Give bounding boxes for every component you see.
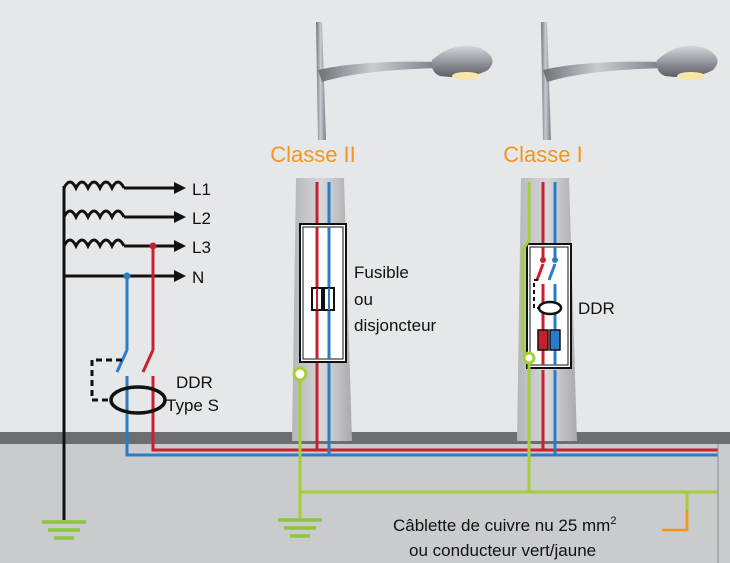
transformer-windings <box>62 180 176 520</box>
label-fuse-line1: Fusible <box>354 263 409 282</box>
cable-callout <box>662 510 689 532</box>
class1-earth-wiring <box>521 182 531 492</box>
label-l1: L1 <box>192 180 211 199</box>
label-fuse-line3: disjoncteur <box>354 316 437 335</box>
lamp-post-head-class2 <box>316 22 493 140</box>
class2-earth-terminal <box>292 366 308 382</box>
ddr-type-s-device <box>90 358 167 415</box>
label-cable-line1: Câblette de cuivre nu 25 mm2 <box>393 515 616 535</box>
title-classe-ii: Classe II <box>270 142 356 167</box>
earth-symbol-supply <box>42 520 86 540</box>
label-l2: L2 <box>192 209 211 228</box>
label-l3: L3 <box>192 238 211 257</box>
label-cable-line2: ou conducteur vert/jaune <box>409 541 596 560</box>
label-ddr: DDR <box>578 299 615 318</box>
title-classe-i: Classe I <box>503 142 582 167</box>
label-fuse-line2: ou <box>354 290 373 309</box>
fuse-element <box>311 287 335 311</box>
label-ddr-type-s-line1: DDR <box>176 373 213 392</box>
label-ddr-type-s-line2: Type S <box>166 396 219 415</box>
lamp-post-head-class1 <box>541 22 718 140</box>
class1-wiring <box>541 182 557 455</box>
class1-fuse-element <box>537 329 561 351</box>
earth-symbol-class2 <box>278 518 322 538</box>
class1-earth-terminal <box>522 351 536 365</box>
label-n: N <box>192 268 204 287</box>
ground-area <box>0 443 730 563</box>
phase-arrows <box>174 182 186 282</box>
ground-surface-line <box>0 432 730 444</box>
